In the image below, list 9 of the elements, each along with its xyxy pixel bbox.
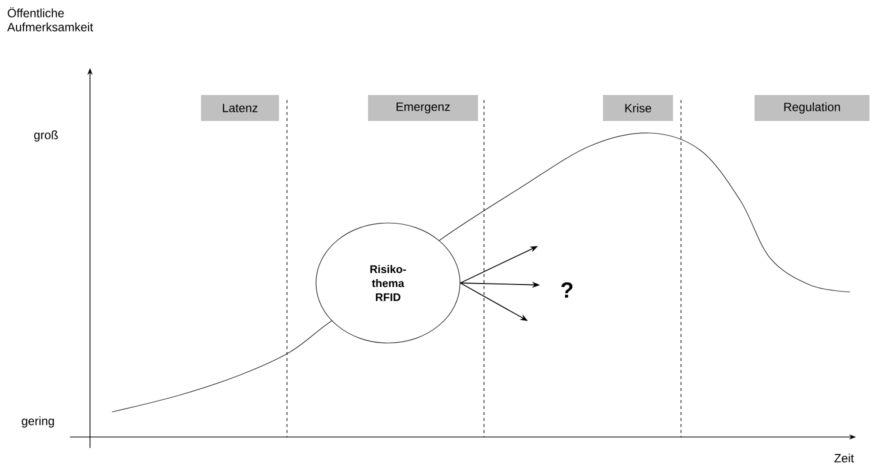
phase-box: Emergenz [368, 95, 478, 121]
phase-box: Krise [603, 95, 674, 121]
axis-label: gering [22, 416, 54, 428]
phase-box: Latenz [201, 95, 279, 121]
axis-title: Öffentliche Aufmerksamkeit [7, 7, 94, 32]
axis-label: groß [34, 130, 58, 142]
question-mark: ? [561, 282, 572, 298]
axis-label: Zeit [834, 454, 854, 462]
phase-box: Regulation [754, 95, 870, 121]
